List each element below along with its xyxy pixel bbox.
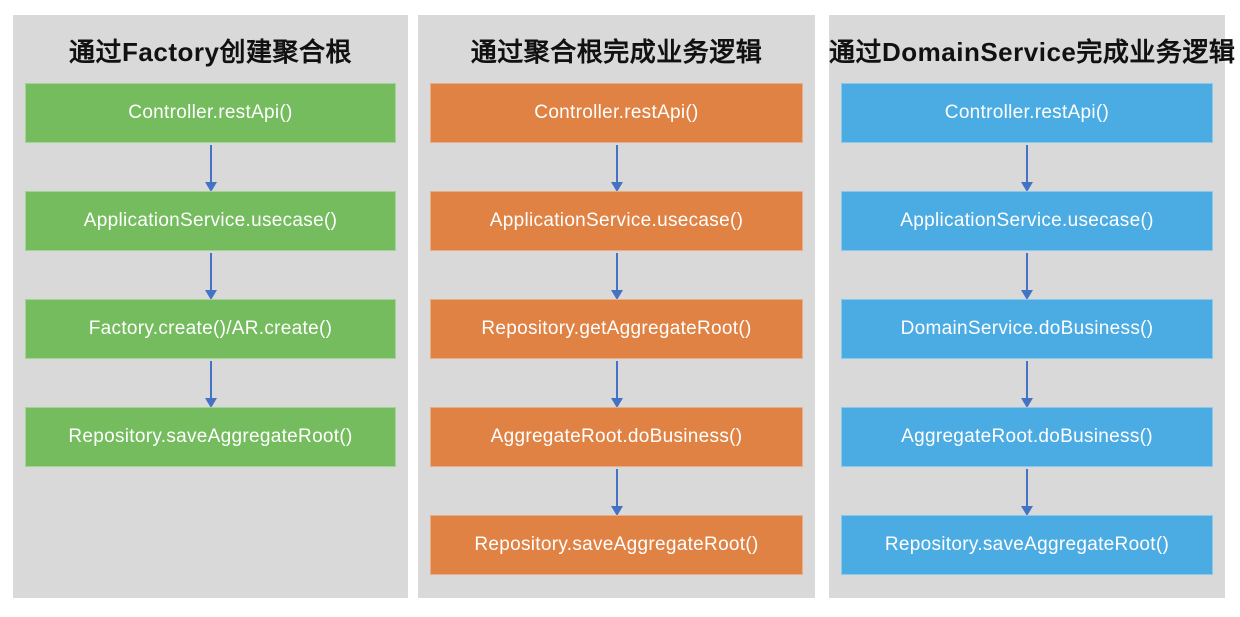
arrow-down-icon: [615, 469, 618, 507]
arrow-down-icon: [1026, 253, 1028, 291]
step-box: Controller.restApi(): [841, 83, 1213, 143]
arrow-down-icon: [615, 253, 618, 291]
arrow-down-icon: [1026, 361, 1028, 399]
step-box: AggregateRoot.doBusiness(): [430, 407, 803, 467]
step-box: ApplicationService.usecase(): [841, 191, 1213, 251]
arrow-down-icon: [1026, 145, 1028, 183]
step-box: ApplicationService.usecase(): [430, 191, 803, 251]
step-box: Controller.restApi(): [25, 83, 396, 143]
arrow-down-icon: [209, 145, 212, 183]
arrow-down-icon: [209, 253, 212, 291]
step-box: Controller.restApi(): [430, 83, 803, 143]
step-box: Repository.saveAggregateRoot(): [430, 515, 803, 575]
arrow-down-icon: [615, 145, 618, 183]
step-box: Repository.saveAggregateRoot(): [25, 407, 396, 467]
step-box: DomainService.doBusiness(): [841, 299, 1213, 359]
step-box: AggregateRoot.doBusiness(): [841, 407, 1213, 467]
panel-domain-service-business: 通过DomainService完成业务逻辑 Controller.restApi…: [829, 15, 1236, 598]
panel-title: 通过聚合根完成业务逻辑: [470, 37, 763, 67]
panel-title: 通过DomainService完成业务逻辑: [829, 37, 1236, 67]
arrow-down-icon: [615, 361, 618, 399]
panel-title: 通过Factory创建聚合根: [69, 37, 352, 67]
arrow-down-icon: [209, 361, 212, 399]
step-box: Factory.create()/AR.create(): [25, 299, 396, 359]
step-box: Repository.getAggregateRoot(): [430, 299, 803, 359]
step-box: ApplicationService.usecase(): [25, 191, 396, 251]
step-box: Repository.saveAggregateRoot(): [841, 515, 1213, 575]
panel-factory-create: 通过Factory创建聚合根 Controller.restApi() Appl…: [13, 15, 408, 598]
panel-aggregate-root-business: 通过聚合根完成业务逻辑 Controller.restApi() Applica…: [418, 15, 815, 598]
arrow-down-icon: [1026, 469, 1028, 507]
